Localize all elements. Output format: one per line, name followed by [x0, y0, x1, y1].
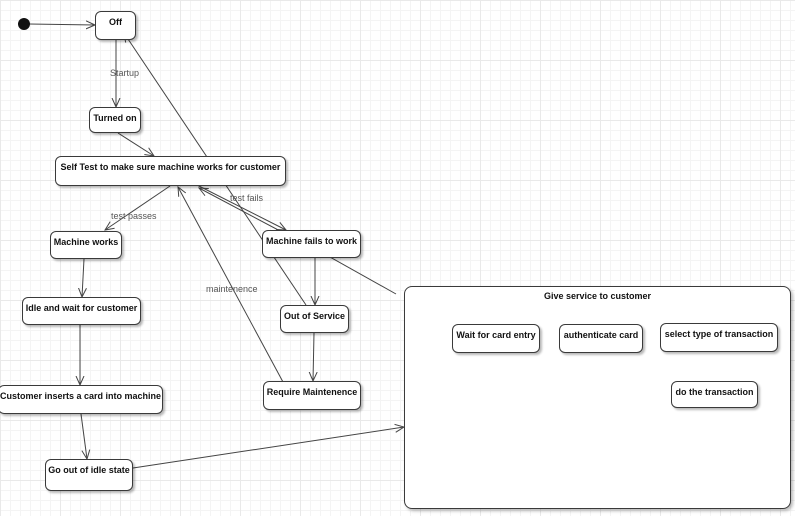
state-select-type[interactable]: select type of transaction — [660, 323, 778, 352]
transition-outofservice-maint — [313, 332, 314, 381]
label-test-fails: test fails — [230, 193, 264, 203]
state-self-test[interactable]: Self Test to make sure machine works for… — [55, 156, 286, 186]
transition-test-fails — [196, 184, 286, 230]
transition-maintenence — [178, 187, 284, 383]
label-test-passes: test passes — [111, 211, 157, 221]
state-off[interactable]: Off — [95, 11, 136, 40]
state-require-maintenance[interactable]: Require Maintenence — [263, 381, 361, 410]
transition-turnedon-selftest — [117, 132, 154, 156]
composite-title: Give service to customer — [543, 291, 652, 301]
state-wait-card[interactable]: Wait for card entry — [452, 324, 540, 353]
state-out-of-service[interactable]: Out of Service — [280, 305, 349, 333]
transition-fails-return — [199, 188, 283, 233]
initial-node — [18, 18, 30, 30]
state-do-transaction[interactable]: do the transaction — [671, 381, 758, 408]
label-maintenence: maintenence — [206, 284, 258, 294]
transition-goout-service — [132, 427, 404, 469]
state-turned-on[interactable]: Turned on — [89, 107, 141, 133]
state-machine-fails[interactable]: Machine fails to work — [262, 230, 361, 258]
state-authenticate[interactable]: authenticate card — [559, 324, 643, 353]
transition-works-idle — [82, 258, 84, 297]
transition-test-passes — [105, 185, 171, 230]
state-customer-inserts[interactable]: Customer inserts a card into machine — [0, 385, 163, 414]
label-startup: Startup — [110, 68, 140, 78]
transition-fails-service — [320, 251, 397, 295]
state-idle-wait[interactable]: Idle and wait for customer — [22, 297, 141, 325]
transition-inserts-goout — [80, 413, 87, 459]
state-machine-works[interactable]: Machine works — [50, 231, 122, 259]
transition-initial-off — [28, 24, 95, 25]
state-go-out-idle[interactable]: Go out of idle state — [45, 459, 133, 491]
